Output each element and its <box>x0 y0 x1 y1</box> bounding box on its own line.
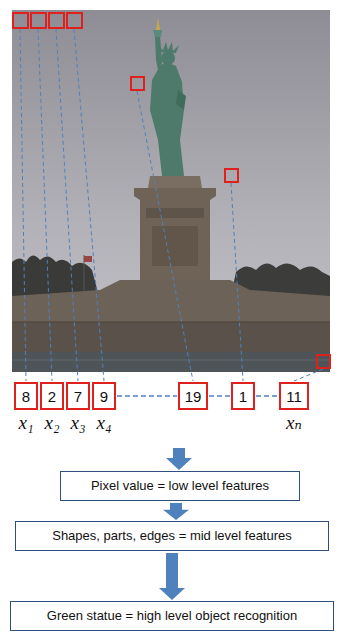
box-label: Green statue = high level object recogni… <box>47 609 297 623</box>
pixel-value-box: 9x₄ <box>92 382 116 410</box>
feature-variable: x₄ <box>96 413 111 432</box>
pixel-value-box: 7x₃ <box>66 382 90 410</box>
pixel-value-box: 1 <box>231 382 255 410</box>
box-label: Shapes, parts, edges = mid level feature… <box>52 529 292 543</box>
pixel-value-box: 19 <box>178 382 208 410</box>
pixel-value-box: 8x₁ <box>14 382 38 410</box>
dashed-connector <box>117 395 177 397</box>
pixel-value: 9 <box>100 389 108 404</box>
pixel-value: 1 <box>239 389 247 404</box>
pixel-value-box: 2x₂ <box>40 382 64 410</box>
dashed-connector <box>256 395 278 397</box>
block-arrow <box>163 503 189 520</box>
pixel-value: 2 <box>48 389 56 404</box>
feature-level-box: Pixel value = low level features <box>60 471 300 501</box>
pixel-value: 19 <box>185 389 202 404</box>
box-label: Pixel value = low level features <box>91 479 269 493</box>
pixel-value: 7 <box>74 389 82 404</box>
pixel-value-box: 11xₙ <box>279 382 309 410</box>
dashed-connector <box>209 395 230 397</box>
pixel-value: 11 <box>286 389 302 404</box>
feature-level-box: Green statue = high level object recogni… <box>10 601 334 631</box>
feature-variable: xₙ <box>286 413 302 432</box>
feature-variable: x₁ <box>18 413 33 432</box>
feature-level-box: Shapes, parts, edges = mid level feature… <box>15 521 329 551</box>
block-arrow <box>159 553 185 600</box>
feature-variable: x₂ <box>44 413 59 432</box>
pixel-value: 8 <box>22 389 30 404</box>
feature-variable: x₃ <box>70 413 85 432</box>
